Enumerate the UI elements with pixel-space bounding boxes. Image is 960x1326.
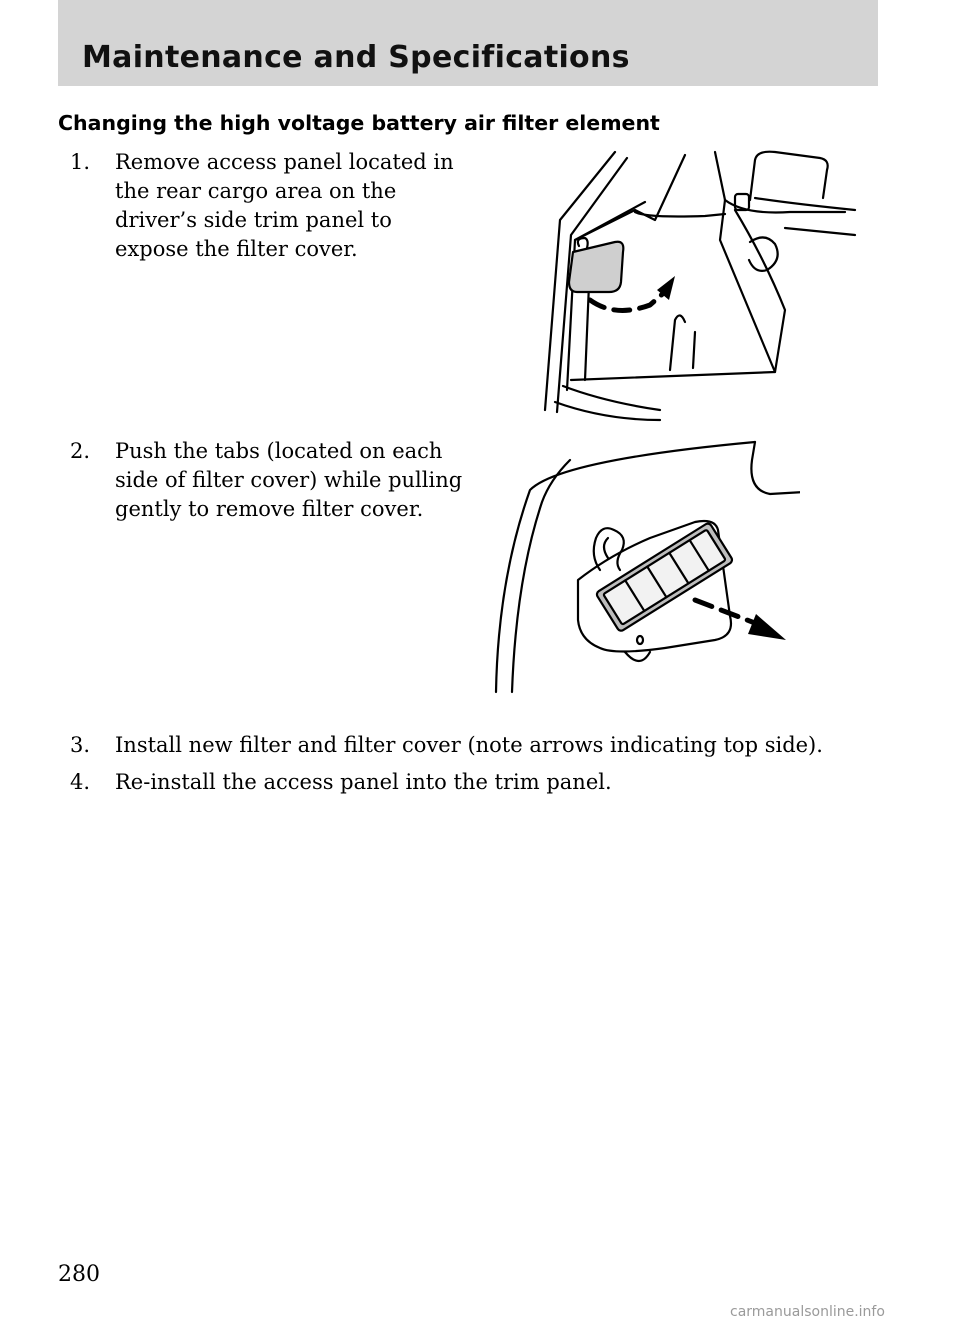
step-text: Push the tabs (located on each side of f… <box>115 437 462 524</box>
step-number: 1. <box>70 150 91 174</box>
step-number: 4. <box>70 770 91 794</box>
step-text: Install new filter and filter cover (not… <box>115 731 823 760</box>
step-line: Install new filter and filter cover (not… <box>115 733 823 757</box>
step-line: Remove access panel located in <box>115 150 454 174</box>
step-line: Push the tabs (located on each <box>115 439 443 463</box>
section-heading: Changing the high voltage battery air fi… <box>58 111 660 135</box>
step-line: side of filter cover) while pulling <box>115 468 463 492</box>
cargo-area-access-panel-illustration <box>543 150 857 422</box>
page-title: Maintenance and Specifications <box>82 40 630 75</box>
page-number: 280 <box>58 1262 100 1287</box>
filter-cover-removal-illustration <box>494 440 800 694</box>
step-text: Remove access panel located in the rear … <box>115 148 454 264</box>
watermark: carmanualsonline.info <box>730 1304 885 1320</box>
step-number: 2. <box>70 439 91 463</box>
step-text: Re-install the access panel into the tri… <box>115 768 612 797</box>
step-number: 3. <box>70 733 91 757</box>
step-line: Re-install the access panel into the tri… <box>115 770 612 794</box>
page-header: Maintenance and Specifications <box>58 0 878 86</box>
step-line: gently to remove filter cover. <box>115 497 424 521</box>
step-line: the rear cargo area on the <box>115 179 397 203</box>
step-line: driver’s side trim panel to <box>115 208 392 232</box>
step-line: expose the filter cover. <box>115 237 358 261</box>
